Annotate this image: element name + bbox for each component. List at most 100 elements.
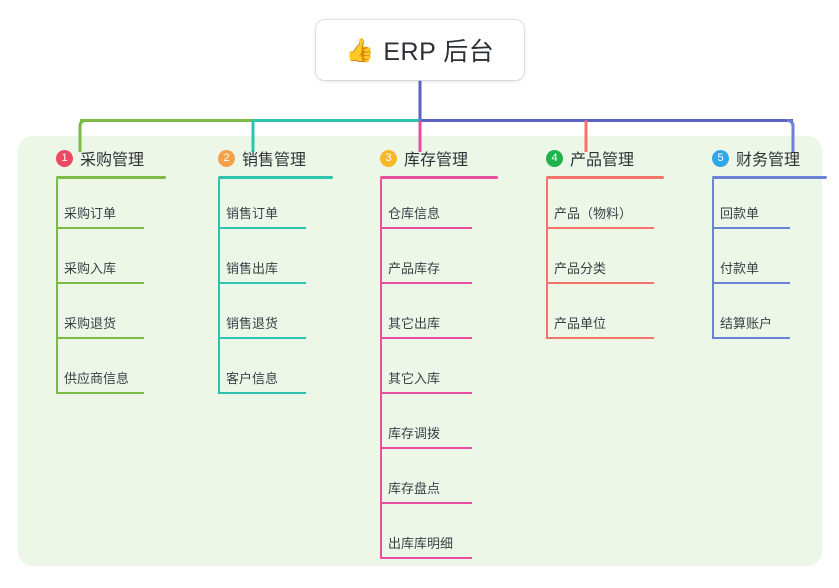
leaf-item-label: 产品（物料）	[554, 206, 633, 221]
leaf-item[interactable]: 销售订单	[198, 179, 316, 234]
leaf-item[interactable]: 供应商信息	[36, 344, 154, 399]
leaf-list: 采购订单采购入库采购退货供应商信息	[36, 179, 166, 399]
leaf-item-underline	[218, 337, 306, 339]
leaf-item-label: 结算账户	[720, 316, 773, 331]
leaf-item-underline	[380, 227, 472, 229]
leaf-list: 销售订单销售出库销售退货客户信息	[198, 179, 333, 399]
branch-header-label: 采购管理	[80, 152, 145, 169]
leaf-item[interactable]: 销售退货	[198, 289, 316, 344]
leaf-item[interactable]: 销售出库	[198, 234, 316, 289]
leaf-item[interactable]: 产品单位	[526, 289, 664, 344]
leaf-item-underline	[546, 227, 654, 229]
branch-column-4: 4 产品管理产品（物料） 产品分类产品单位	[526, 146, 664, 344]
leaf-item-label: 供应商信息	[64, 371, 130, 386]
leaf-item-underline	[712, 227, 790, 229]
branch-header-underline	[218, 176, 333, 179]
leaf-item[interactable]: 客户信息	[198, 344, 316, 399]
leaf-item[interactable]: 产品分类	[526, 234, 664, 289]
leaf-item[interactable]: 库存调拨	[360, 399, 482, 454]
leaf-item[interactable]: 库存盘点	[360, 454, 482, 509]
leaf-item-underline	[218, 392, 306, 394]
leaf-item-underline	[56, 337, 144, 339]
leaf-item[interactable]: 仓库信息	[360, 179, 482, 234]
leaf-item-underline	[56, 227, 144, 229]
leaf-item-label: 销售订单	[226, 206, 279, 221]
branch-header-underline	[380, 176, 498, 179]
branch-spine	[380, 179, 382, 559]
branch-header-5[interactable]: 5 财务管理	[692, 146, 827, 170]
leaf-item-underline	[380, 502, 472, 504]
leaf-item[interactable]: 回款单	[692, 179, 800, 234]
leaf-item-label: 其它出库	[388, 316, 441, 331]
leaf-list: 产品（物料） 产品分类产品单位	[526, 179, 664, 344]
leaf-item-underline	[380, 447, 472, 449]
leaf-item-label: 其它入库	[388, 371, 441, 386]
leaf-item[interactable]: 付款单	[692, 234, 800, 289]
branch-number-badge: 3	[380, 149, 397, 167]
branch-spine	[546, 179, 548, 339]
leaf-item-label: 产品单位	[554, 316, 607, 331]
leaf-item-underline	[546, 282, 654, 284]
leaf-item-label: 库存调拨	[388, 426, 441, 441]
leaf-item[interactable]: 其它出库	[360, 289, 482, 344]
leaf-item-underline	[380, 337, 472, 339]
branch-header-4[interactable]: 4 产品管理	[526, 146, 664, 170]
branch-column-5: 5 财务管理回款单付款单结算账户	[692, 146, 827, 344]
leaf-item-underline	[56, 282, 144, 284]
leaf-item[interactable]: 采购退货	[36, 289, 154, 344]
leaf-item-label: 产品分类	[554, 261, 607, 276]
leaf-item[interactable]: 产品（物料）	[526, 179, 664, 234]
branch-column-3: 3 库存管理仓库信息产品库存其它出库其它入库库存调拨库存盘点出库库明细	[360, 146, 498, 564]
leaf-item-underline	[546, 337, 654, 339]
leaf-item-underline	[380, 557, 472, 559]
leaf-item[interactable]: 出库库明细	[360, 509, 482, 564]
branch-header-label: 财务管理	[736, 152, 801, 169]
leaf-item-label: 回款单	[720, 206, 760, 221]
leaf-item-label: 采购订单	[64, 206, 117, 221]
leaf-item-label: 采购退货	[64, 316, 117, 331]
leaf-item-underline	[380, 392, 472, 394]
branch-number-badge: 5	[712, 149, 729, 167]
branch-header-1[interactable]: 1 采购管理	[36, 146, 166, 170]
leaf-item-label: 库存盘点	[388, 481, 441, 496]
leaf-item[interactable]: 采购入库	[36, 234, 154, 289]
branch-spine	[712, 179, 714, 339]
branch-header-label: 产品管理	[570, 152, 635, 169]
branch-number-badge: 2	[218, 149, 235, 167]
leaf-item-label: 付款单	[720, 261, 760, 276]
branch-column-1: 1 采购管理采购订单采购入库采购退货供应商信息	[36, 146, 166, 399]
branch-spine	[56, 179, 58, 394]
leaf-item-underline	[712, 337, 790, 339]
leaf-item[interactable]: 产品库存	[360, 234, 482, 289]
leaf-item-label: 仓库信息	[388, 206, 441, 221]
branch-spine	[218, 179, 220, 394]
leaf-item-label: 产品库存	[388, 261, 441, 276]
leaf-item-underline	[712, 282, 790, 284]
leaf-list: 仓库信息产品库存其它出库其它入库库存调拨库存盘点出库库明细	[360, 179, 498, 564]
leaf-item-label: 销售出库	[226, 261, 279, 276]
branch-header-underline	[712, 176, 827, 179]
branch-header-underline	[546, 176, 664, 179]
branch-header-3[interactable]: 3 库存管理	[360, 146, 498, 170]
branch-number-badge: 1	[56, 149, 73, 167]
root-title: ERP 后台	[383, 38, 495, 66]
leaf-item[interactable]: 其它入库	[360, 344, 482, 399]
leaf-item[interactable]: 采购订单	[36, 179, 154, 234]
leaf-item[interactable]: 结算账户	[692, 289, 800, 344]
leaf-item-label: 销售退货	[226, 316, 279, 331]
leaf-item-label: 采购入库	[64, 261, 117, 276]
leaf-list: 回款单付款单结算账户	[692, 179, 827, 344]
leaf-item-underline	[218, 282, 306, 284]
branch-number-badge: 4	[546, 149, 563, 167]
leaf-item-underline	[218, 227, 306, 229]
leaf-item-underline	[56, 392, 144, 394]
leaf-item-label: 客户信息	[226, 371, 279, 386]
root-node[interactable]: 👍 ERP 后台	[316, 20, 524, 80]
diagram-board	[18, 136, 822, 566]
branch-header-underline	[56, 176, 166, 179]
branch-header-label: 库存管理	[404, 152, 469, 169]
thumbs-up-icon: 👍	[345, 36, 375, 63]
